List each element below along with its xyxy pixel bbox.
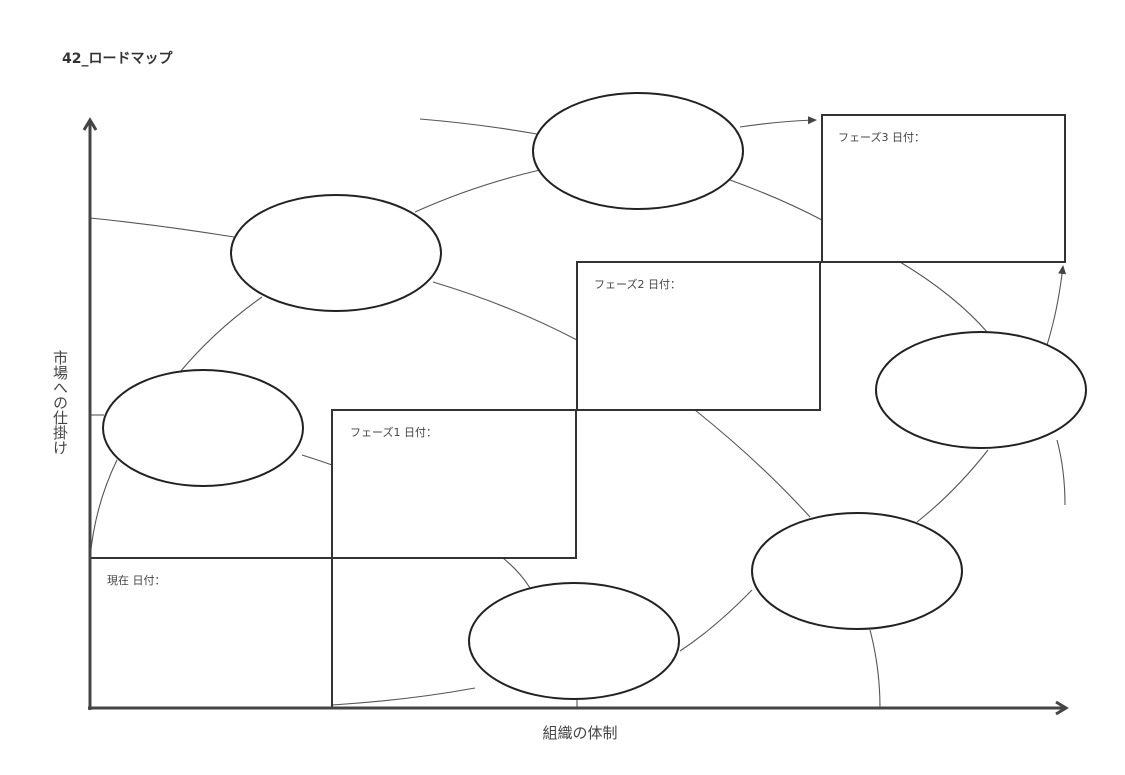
milestone-ellipse[interactable] (751, 512, 963, 630)
phase-label-3: フェーズ3 日付： (838, 131, 925, 144)
y-axis-label: 市場への仕掛け (51, 350, 69, 455)
milestone-ellipse[interactable] (875, 331, 1087, 449)
phase-label-1: フェーズ1 日付： (350, 426, 437, 439)
milestone-ellipse[interactable] (230, 194, 442, 312)
phase-box-2[interactable] (576, 261, 821, 411)
milestone-ellipse[interactable] (532, 92, 744, 210)
page-title: 42_ロードマップ (62, 51, 173, 67)
phase-box-3[interactable] (821, 114, 1066, 263)
phase-label-2: フェーズ2 日付： (594, 278, 681, 291)
phase-box-1[interactable] (331, 409, 577, 559)
milestone-ellipse[interactable] (468, 582, 680, 700)
phase-label-current: 現在 日付： (107, 574, 166, 587)
x-axis-label: 組織の体制 (542, 724, 618, 742)
milestone-ellipses (102, 92, 1087, 700)
milestone-ellipse[interactable] (102, 369, 304, 487)
